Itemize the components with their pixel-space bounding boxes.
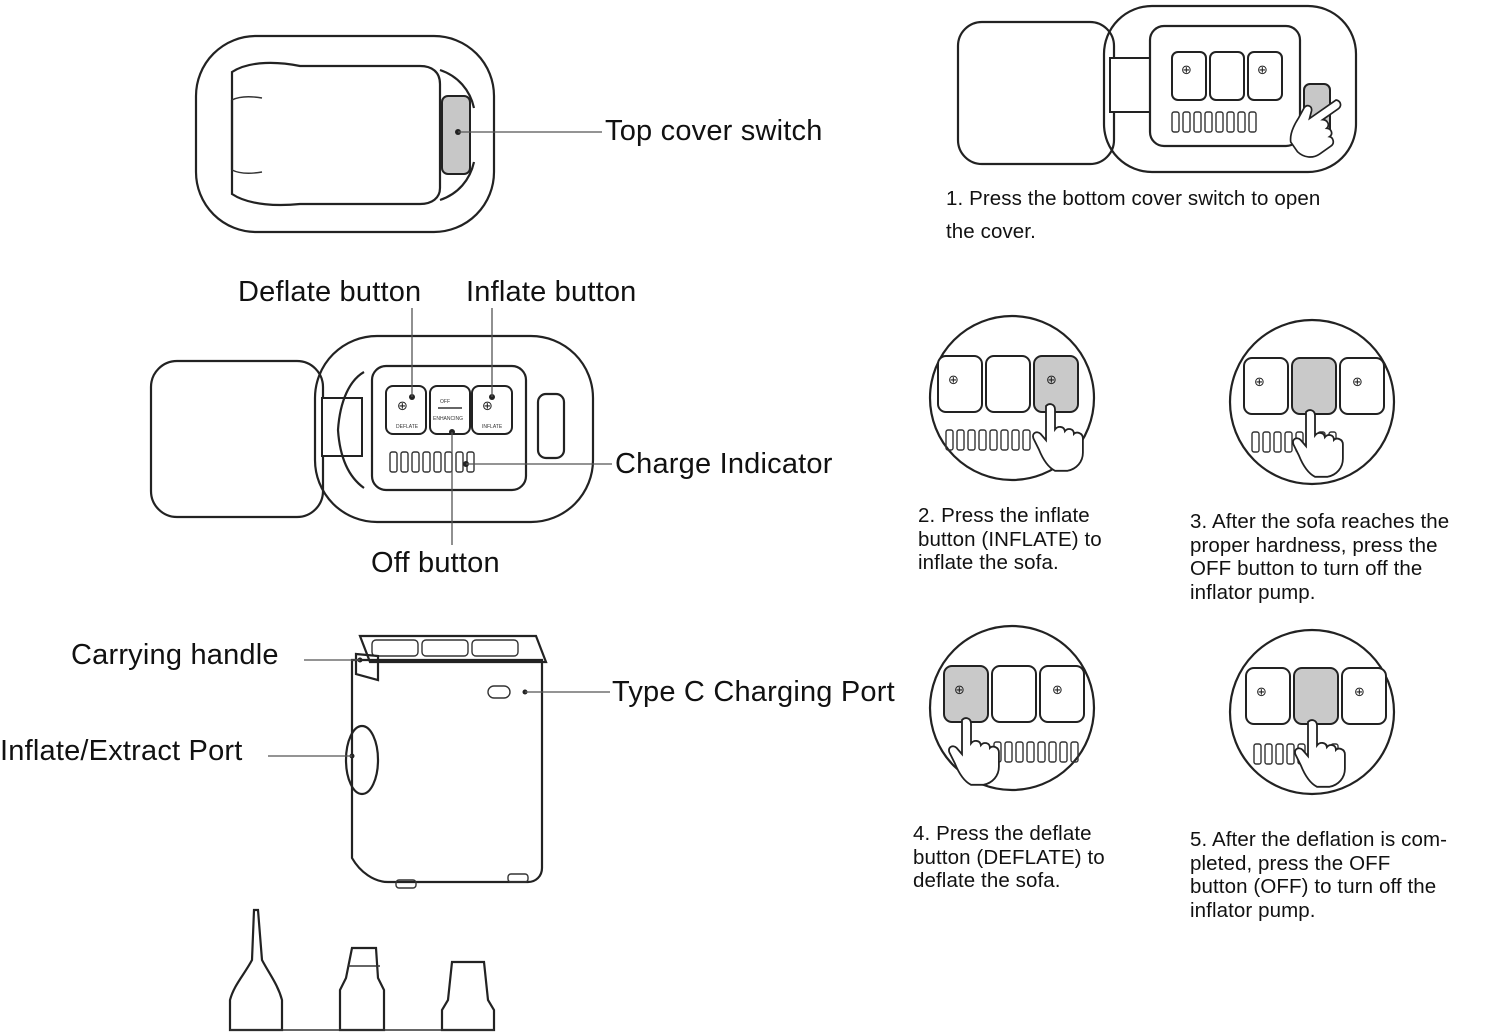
svg-text:⊕: ⊕ [1254,375,1265,390]
svg-text:⊕: ⊕ [1052,683,1063,698]
svg-text:⊕: ⊕ [482,399,493,414]
svg-text:⊕: ⊕ [1257,63,1268,78]
open-device-view: ⊕ ⊕ OFF ENHANCING DEFLATE INFLATE [149,308,612,545]
step4-image: ⊕ ⊕ [928,624,1096,792]
svg-text:OFF: OFF [440,399,450,405]
svg-text:⊕: ⊕ [1046,373,1057,388]
device-body-view [268,634,610,889]
nozzle-attachments [228,908,496,1032]
step3-image: ⊕ ⊕ [1228,318,1396,486]
top-cover-view [194,34,602,234]
svg-text:⊕: ⊕ [1354,685,1365,700]
label-off-button: Off button [371,547,500,579]
svg-text:⊕: ⊕ [397,399,408,414]
label-inflate-button: Inflate button [466,276,637,308]
label-top-cover-switch: Top cover switch [605,115,823,147]
step1-image: ⊕ ⊕ [956,4,1359,174]
step-4-text: 4. Press the deflate button (DEFLATE) to… [913,822,1105,892]
step-1-text: 1. Press the bottom cover switch to open… [946,187,1321,243]
svg-text:INFLATE: INFLATE [482,424,503,430]
step2-image: ⊕ ⊕ [928,314,1096,482]
label-carrying-handle: Carrying handle [71,639,279,671]
label-charge-indicator: Charge Indicator [615,448,833,480]
label-inflate-extract-port: Inflate/Extract Port [0,735,243,767]
svg-text:⊕: ⊕ [1181,63,1192,78]
step-5-text: 5. After the deflation is com- pleted, p… [1190,828,1448,922]
svg-text:⊕: ⊕ [1256,685,1267,700]
label-deflate-button: Deflate button [238,276,422,308]
top-cover-switch-icon [441,95,471,175]
label-type-c-port: Type C Charging Port [612,676,895,708]
svg-text:⊕: ⊕ [1352,375,1363,390]
svg-text:DEFLATE: DEFLATE [396,424,419,430]
svg-text:ENHANCING: ENHANCING [433,416,463,422]
step5-image: ⊕ ⊕ [1228,628,1396,796]
step-2-text: 2. Press the inflate button (INFLATE) to… [918,504,1102,574]
step-3-text: 3. After the sofa reaches the proper har… [1190,510,1450,604]
svg-text:⊕: ⊕ [954,683,965,698]
svg-text:⊕: ⊕ [948,373,959,388]
